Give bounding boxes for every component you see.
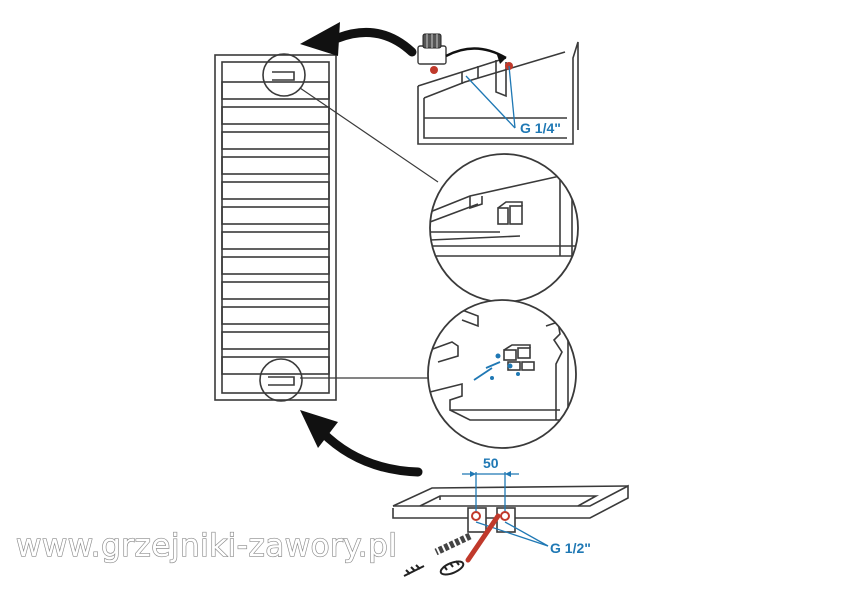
thread-callout-bottom xyxy=(475,521,549,547)
thread-label-bottom: G 1/2" xyxy=(550,540,591,556)
top-corner-detail xyxy=(417,41,579,145)
magnifier-circle-icon xyxy=(427,299,577,449)
rotate-arrow-head xyxy=(496,52,506,64)
thread-label-top: G 1/4" xyxy=(520,120,561,136)
air-vent-icon xyxy=(417,33,513,74)
curved-arrow-icon xyxy=(300,22,417,57)
radiator-bars xyxy=(221,81,330,375)
radiator-front-view xyxy=(214,53,337,402)
magnifier-circle-icon xyxy=(429,153,579,303)
curved-arrow-icon xyxy=(300,410,423,477)
wall-plug-icon xyxy=(434,532,472,556)
valve-connection-points xyxy=(471,511,510,521)
leader-lines xyxy=(299,87,439,379)
bottom-connection-circle xyxy=(259,358,303,402)
screw-icon xyxy=(403,564,425,577)
thread-callout-top xyxy=(465,65,516,129)
watermark-text: www.grzejniki-zawory.pl xyxy=(16,528,397,564)
dimension-50 xyxy=(462,471,519,512)
top-connection-circle xyxy=(262,53,306,97)
mounting-pipe xyxy=(465,513,501,563)
spacing-label: 50 xyxy=(483,455,499,471)
wall-plug-icon xyxy=(439,560,465,576)
